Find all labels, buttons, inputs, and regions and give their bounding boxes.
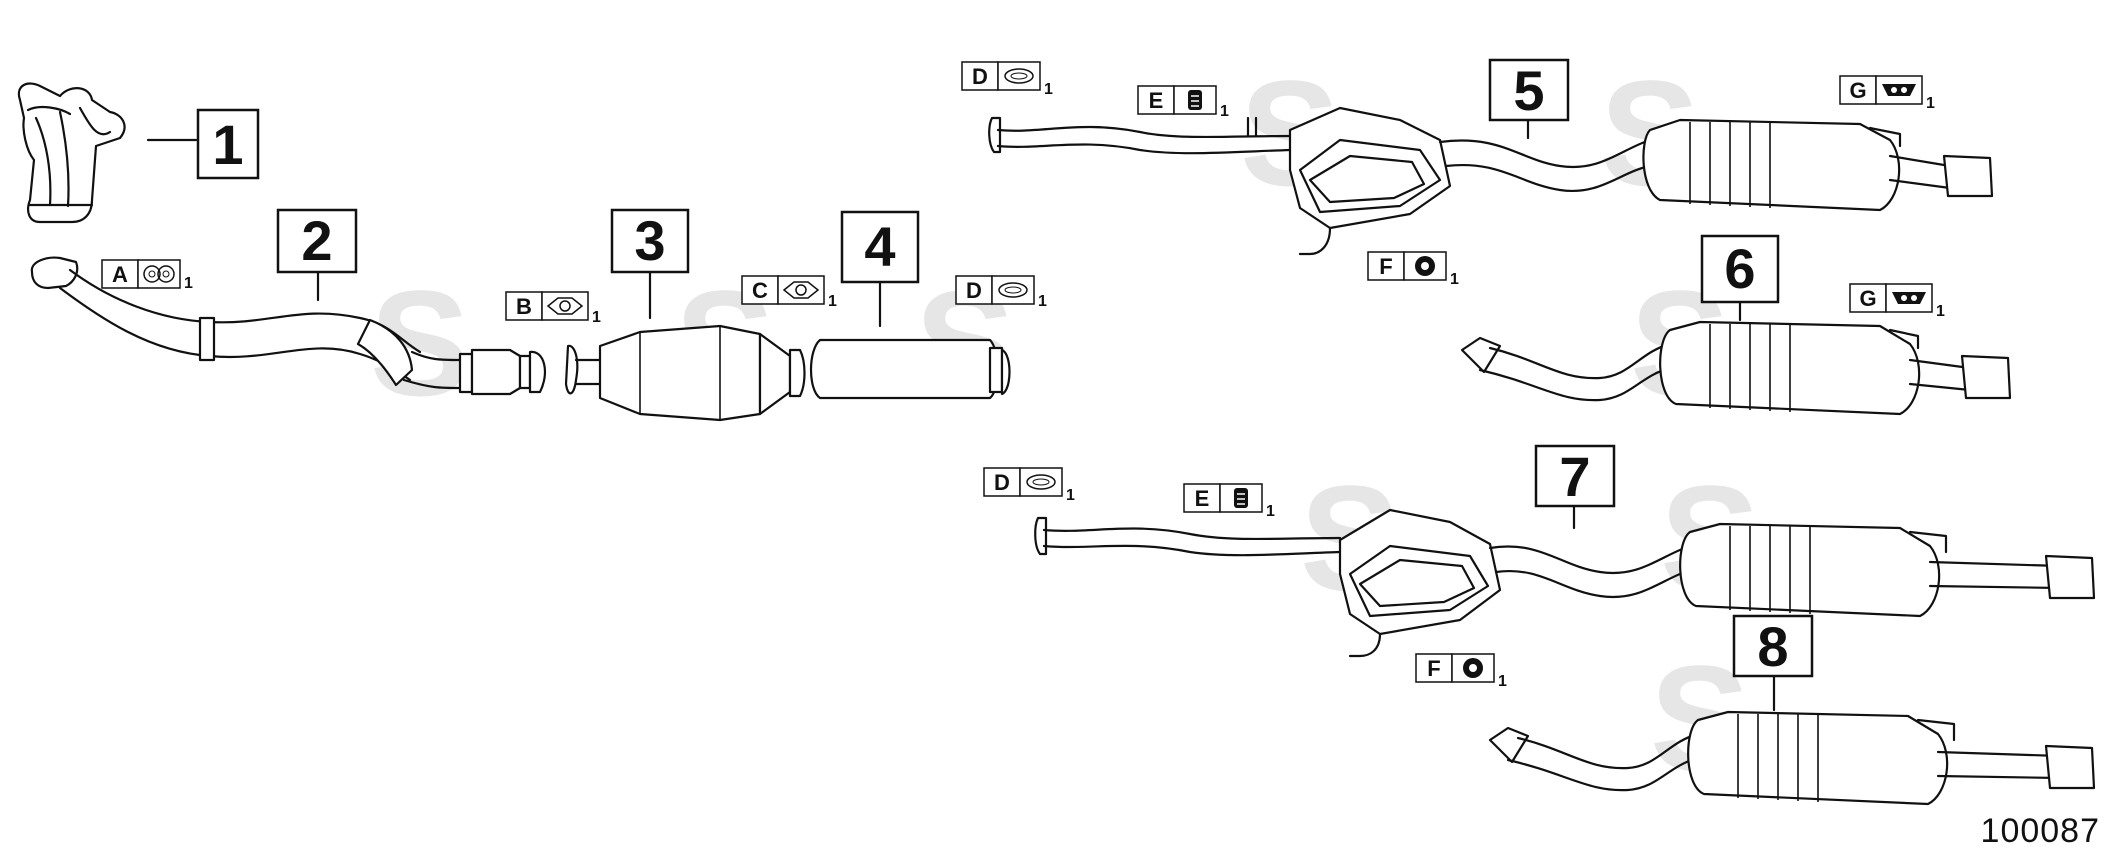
- callout-letter: D: [994, 470, 1010, 495]
- callout-B[interactable]: B 1: [505, 291, 601, 326]
- callout-letter: C: [752, 278, 768, 303]
- callout-letter: E: [1149, 88, 1164, 113]
- callout-A[interactable]: A 1: [101, 259, 193, 292]
- part-label-3[interactable]: 3: [610, 208, 690, 274]
- leader-lines: [316, 118, 1776, 712]
- ring-gasket-icon: [1026, 474, 1056, 490]
- flange-gasket-icon: [782, 281, 820, 299]
- part-label-1[interactable]: 1: [196, 108, 260, 180]
- intermediate-silencer-drawing[interactable]: [810, 338, 1011, 400]
- drawing-number: 100087: [1981, 812, 2100, 850]
- part-label-4[interactable]: 4: [840, 210, 920, 284]
- catalytic-converter-drawing[interactable]: [564, 324, 806, 422]
- clamp-icon: [1234, 488, 1248, 508]
- rubber-mount-icon: [1463, 658, 1483, 678]
- rear-silencer-bottom-drawing[interactable]: [1488, 710, 2096, 806]
- callout-letter: B: [516, 294, 532, 319]
- callout-qty: 1: [1044, 81, 1053, 98]
- callout-C[interactable]: C 1: [741, 275, 837, 310]
- callout-qty: 1: [184, 275, 193, 292]
- part-label-2[interactable]: 2: [276, 208, 358, 274]
- part-number: 2: [301, 209, 332, 272]
- callout-F[interactable]: F 1: [1367, 251, 1459, 288]
- callout-letter: A: [112, 262, 128, 287]
- callout-letter: F: [1427, 656, 1440, 681]
- watermark: S S S S S S S S S: [370, 49, 1760, 802]
- callout-letter: G: [1859, 286, 1876, 311]
- callout-qty: 1: [828, 293, 837, 310]
- callout-letter: E: [1195, 486, 1210, 511]
- part-number: 8: [1757, 615, 1788, 678]
- callout-E[interactable]: E 1: [1137, 85, 1229, 120]
- callout-letter: D: [972, 64, 988, 89]
- callout-qty: 1: [1450, 271, 1459, 288]
- double-gasket-icon: [143, 265, 175, 283]
- part-number: 6: [1724, 237, 1755, 300]
- callout-qty: 1: [1220, 103, 1229, 120]
- part-label-7[interactable]: 7: [1534, 444, 1616, 508]
- callout-qty: 1: [1498, 673, 1507, 690]
- rear-silencer-top-drawing[interactable]: [1460, 320, 2012, 416]
- callout-qty: 1: [1066, 487, 1075, 504]
- part-number: 4: [864, 215, 895, 278]
- rear-pipe-assembly-top-drawing[interactable]: [988, 106, 1994, 256]
- callout-G[interactable]: G 1: [1849, 283, 1945, 320]
- rubber-mount-icon: [1415, 256, 1435, 276]
- part-label-6[interactable]: 6: [1700, 234, 1780, 304]
- ring-gasket-icon: [1004, 68, 1034, 84]
- part-label-8[interactable]: 8: [1732, 614, 1814, 678]
- bracket-icon: [1892, 292, 1926, 304]
- callout-qty: 1: [592, 309, 601, 326]
- callout-qty: 1: [1266, 503, 1275, 520]
- bracket-icon: [1882, 84, 1916, 96]
- front-pipe-drawing[interactable]: [30, 256, 547, 396]
- part-number: 5: [1513, 59, 1544, 122]
- rear-pipe-assembly-bottom-drawing[interactable]: [1034, 508, 2096, 658]
- exhaust-manifold-drawing[interactable]: [17, 82, 126, 224]
- callout-letter: D: [966, 278, 982, 303]
- callout-qty: 1: [1038, 293, 1047, 310]
- part-number: 3: [634, 209, 665, 272]
- callout-D[interactable]: D 1: [955, 275, 1047, 310]
- callout-G[interactable]: G 1: [1839, 75, 1935, 112]
- callout-D[interactable]: D 1: [961, 61, 1053, 98]
- part-number: 1: [212, 113, 243, 176]
- callout-E[interactable]: E 1: [1183, 483, 1275, 520]
- callout-F[interactable]: F 1: [1415, 653, 1507, 690]
- callout-letter: F: [1379, 254, 1392, 279]
- flange-gasket-icon: [546, 297, 584, 315]
- callout-D[interactable]: D 1: [983, 467, 1075, 504]
- part-number: 7: [1559, 445, 1590, 508]
- callout-letter: G: [1849, 78, 1866, 103]
- clamp-icon: [1188, 90, 1202, 110]
- ring-gasket-icon: [998, 282, 1028, 298]
- part-label-5[interactable]: 5: [1488, 58, 1570, 122]
- callout-qty: 1: [1936, 303, 1945, 320]
- callout-qty: 1: [1926, 95, 1935, 112]
